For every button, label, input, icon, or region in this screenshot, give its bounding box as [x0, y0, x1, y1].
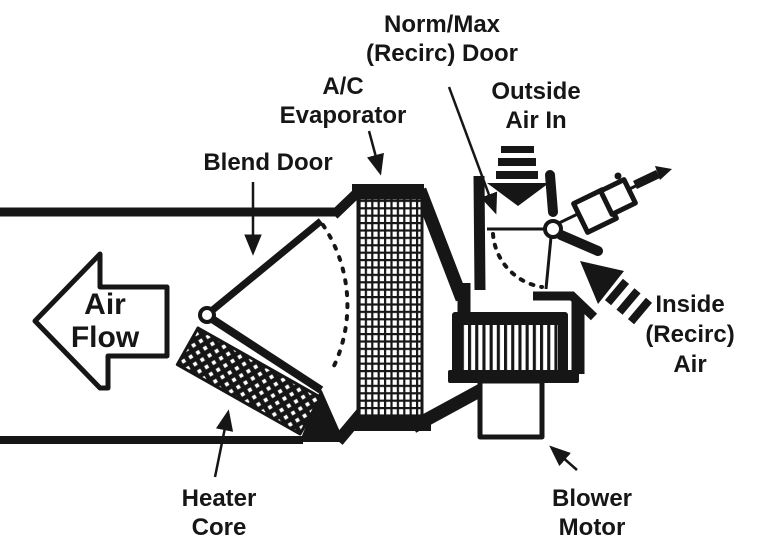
- blend-door-panel: [206, 218, 324, 316]
- label-line: Blower: [551, 485, 633, 512]
- ac-evaporator: [351, 184, 431, 431]
- recirc-door-pivot: [543, 219, 563, 239]
- label-line: Air In: [505, 107, 567, 134]
- label-line: Outside: [491, 78, 581, 105]
- norm-max-door-leader-arrow: [447, 86, 498, 215]
- label-line: Air: [84, 288, 126, 321]
- label-line: A/C: [322, 73, 364, 100]
- evaporator-leader-arrow: [367, 130, 384, 176]
- label-line: Heater: [181, 485, 257, 512]
- air-flow-arrow: [32, 251, 170, 391]
- blower-fan-fins: [462, 325, 558, 372]
- actuator-rod-tip: [655, 166, 672, 180]
- label-outside-air-in: Outside Air In: [491, 77, 580, 135]
- label-line: (Recirc): [645, 321, 735, 348]
- heater-core-leader-arrow: [213, 409, 234, 478]
- blower-motor-leader-arrow: [549, 445, 578, 471]
- label-line: Flow: [70, 321, 140, 354]
- leader-arrows: [213, 86, 578, 478]
- blend-door: [198, 218, 350, 374]
- blower-assembly: [448, 312, 579, 440]
- label-norm-max-recirc-door: Norm/Max (Recirc) Door: [366, 10, 518, 68]
- label-blend-door: Blend Door: [203, 148, 332, 177]
- recirc-door-lever: [556, 230, 603, 256]
- blend-door-swing-arc: [321, 223, 350, 374]
- inside-air-arrow: [580, 261, 653, 325]
- recirc-partition-wall: [473, 175, 486, 291]
- label-inside-recirc-air: Inside (Recirc) Air: [645, 290, 734, 380]
- actuator-dot: [614, 172, 622, 180]
- actuator-rod: [633, 169, 660, 190]
- label-line: Blend Door: [203, 149, 333, 176]
- evaporator-bottom-cap: [351, 416, 431, 431]
- label-line: Motor: [558, 514, 626, 541]
- recirc-door-swing-arc: [491, 232, 544, 289]
- label-line: Evaporator: [279, 102, 407, 129]
- blower-motor-body: [477, 378, 545, 440]
- recirc-door-closed-position: [544, 236, 553, 290]
- recirc-door-blade: [545, 170, 558, 217]
- label-air-flow: Air Flow: [71, 288, 139, 354]
- evaporator-top-cap: [352, 184, 424, 200]
- label-ac-evaporator: A/C Evaporator: [280, 72, 407, 130]
- evaporator-right-wall: [413, 187, 469, 302]
- heater-core-top-edge: [203, 311, 324, 394]
- label-heater-core: Heater Core: [182, 484, 257, 542]
- label-line: Inside: [655, 291, 725, 318]
- label-line: Norm/Max: [383, 11, 501, 38]
- label-line: Core: [191, 514, 247, 541]
- heater-core-grid: [175, 326, 323, 436]
- label-line: Air: [673, 351, 707, 378]
- recirc-door-assembly: [487, 166, 672, 290]
- label-line: (Recirc) Door: [365, 40, 519, 67]
- heater-core: [175, 311, 324, 436]
- outside-air-arrow: [487, 146, 549, 206]
- label-blower-motor: Blower Motor: [552, 484, 632, 542]
- evaporator-core-mesh: [356, 196, 424, 422]
- actuator-body-small: [598, 177, 638, 217]
- blend-door-pivot: [198, 306, 216, 324]
